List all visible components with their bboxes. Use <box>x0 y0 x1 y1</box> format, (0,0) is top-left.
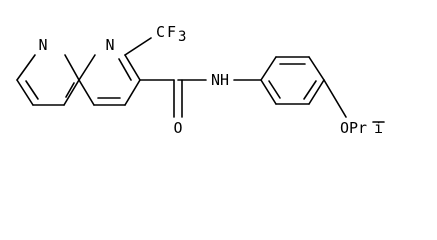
bond <box>124 79 141 106</box>
bond <box>268 80 281 99</box>
bond <box>303 80 317 100</box>
atom-label-carbonyl-o: O <box>173 119 182 137</box>
left-pyridine-ring <box>16 54 80 106</box>
atom-label-amide-nh: NH <box>211 71 229 89</box>
bond <box>16 54 36 81</box>
bond <box>16 79 34 106</box>
bond <box>63 79 80 106</box>
bond <box>64 54 80 81</box>
atom-label-n1: N <box>38 36 47 54</box>
atom-label-ether: OPr <box>340 119 367 137</box>
atom-label-n8: N <box>105 36 114 54</box>
amide-group <box>139 79 262 118</box>
bond <box>308 56 325 81</box>
bond <box>308 79 325 105</box>
phenyl-ring <box>260 56 325 105</box>
structure-diagram: N N C F 3 O NH OPr i <box>16 23 385 137</box>
bond <box>78 54 96 81</box>
bond <box>78 79 95 106</box>
right-pyridine-ring <box>78 54 141 106</box>
bond <box>260 56 277 81</box>
bond <box>65 82 75 98</box>
atom-label-ether-suffix: i <box>374 119 383 137</box>
bond <box>124 54 141 81</box>
atom-label-c: C <box>156 23 165 41</box>
atom-label-subscript: 3 <box>178 29 186 45</box>
bond <box>25 80 39 100</box>
atom-label-f: F <box>167 23 176 41</box>
bond-ether <box>323 79 347 118</box>
bond <box>118 58 132 81</box>
bond-cf3 <box>124 37 152 56</box>
bond <box>260 79 277 105</box>
